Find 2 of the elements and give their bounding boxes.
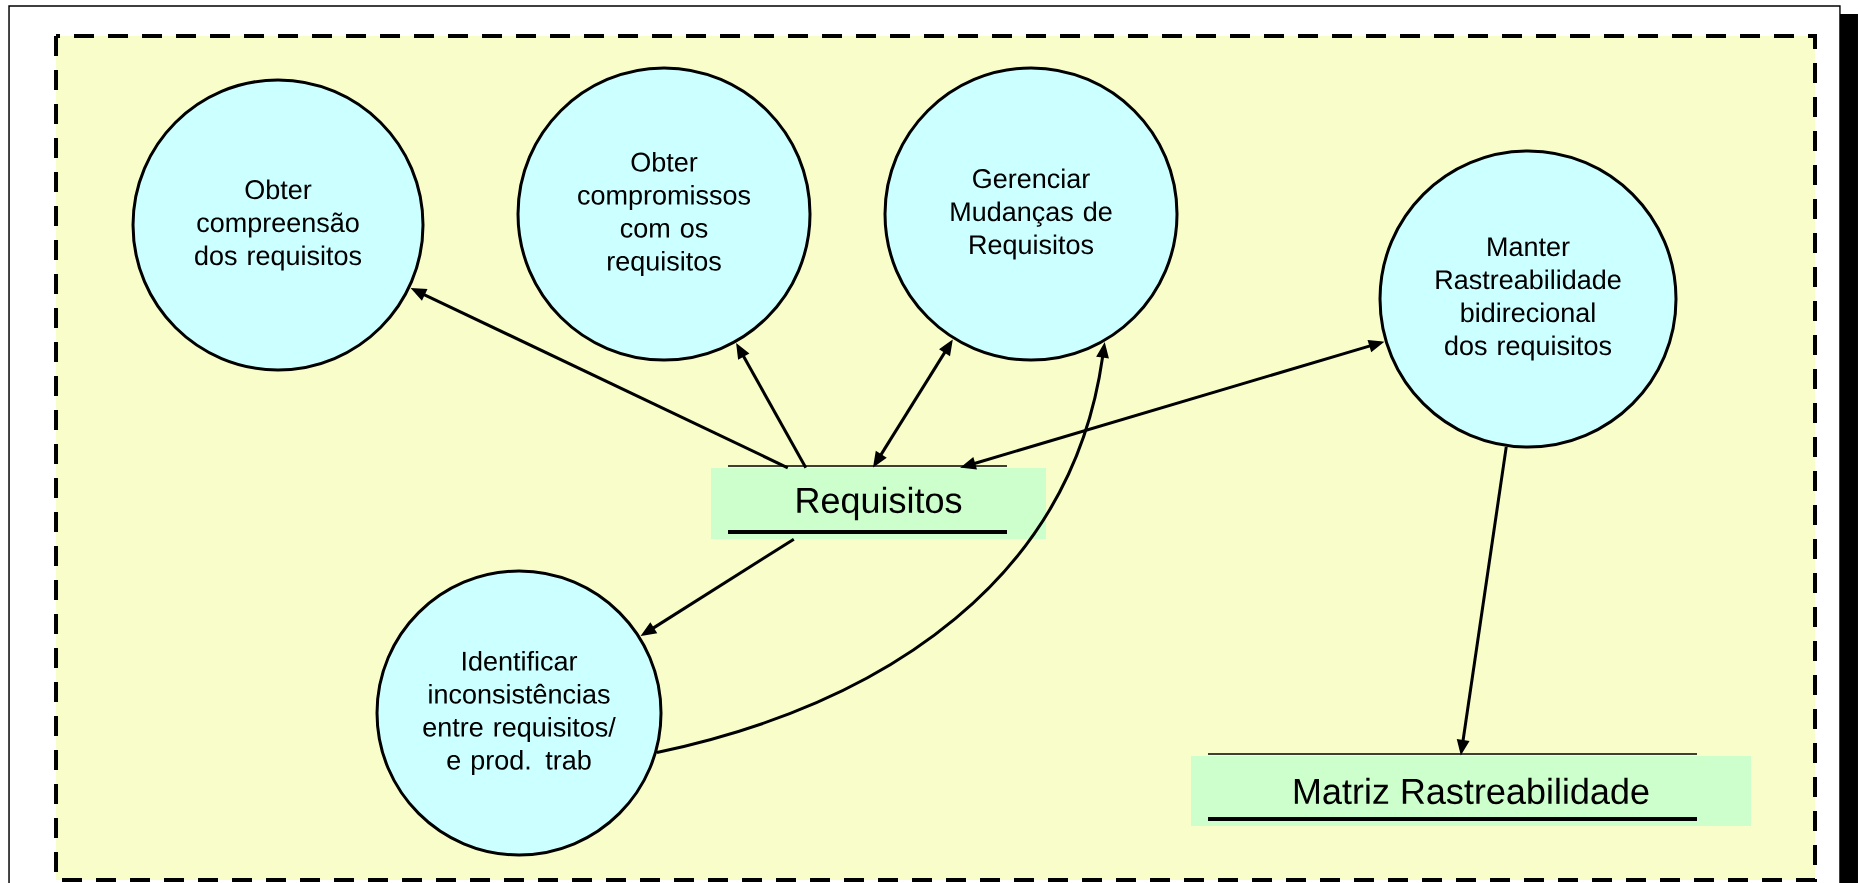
data-store: Requisitos: [711, 465, 1046, 539]
data-store: Matriz Rastreabilidade: [1191, 753, 1751, 826]
